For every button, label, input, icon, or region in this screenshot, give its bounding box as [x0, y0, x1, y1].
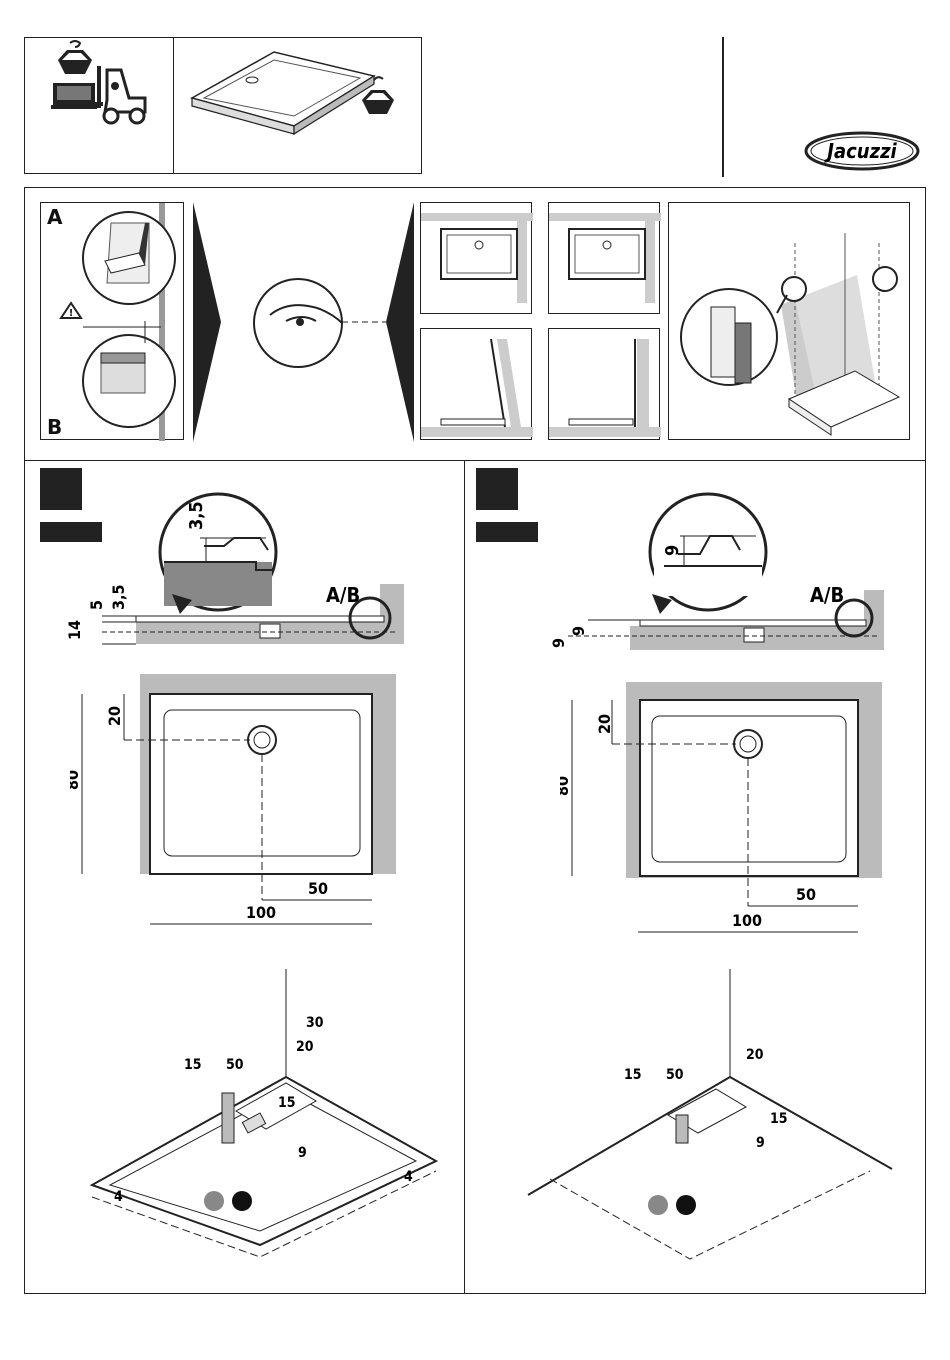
left-dim-5: 5 — [87, 600, 106, 610]
level-check-2 — [548, 202, 660, 314]
right-plan-width: 100 — [732, 911, 762, 930]
enclosure-detail-box — [668, 202, 910, 440]
left-plan-width: 100 — [246, 903, 276, 922]
left-iso-50: 50 — [226, 1057, 244, 1073]
header-product-box — [173, 37, 422, 174]
shower-tray-icon — [174, 38, 423, 175]
right-dim-9b: 9 — [549, 638, 568, 648]
level-check-4 — [548, 328, 660, 440]
left-plan-drain: 50 — [308, 879, 328, 898]
left-plan-depth: 80 — [70, 770, 82, 790]
header-icon-box — [24, 37, 174, 174]
left-arrow-shape — [386, 202, 416, 442]
weight-forklift-icon — [25, 38, 175, 175]
svg-text:Jacuzzi: Jacuzzi — [824, 139, 897, 163]
right-arrow-shape — [193, 202, 223, 442]
left-dim-14: 14 — [65, 620, 84, 640]
column-divider — [464, 460, 465, 1294]
level-check-3 — [420, 328, 532, 440]
left-detail-height: 3,5 — [186, 501, 207, 530]
right-plan-drawing: 80 20 50 100 — [560, 678, 900, 948]
right-section-label: A/B — [810, 583, 844, 607]
right-iso-15b: 15 — [770, 1111, 788, 1127]
left-iso-9: 9 — [298, 1145, 307, 1161]
right-iso-9: 9 — [756, 1135, 765, 1151]
left-iso-20: 20 — [296, 1039, 314, 1055]
header-divider — [722, 37, 724, 177]
right-detail-height: 9 — [662, 545, 683, 556]
left-iso-15a: 15 — [184, 1057, 202, 1073]
inspect-eye-icon — [250, 275, 390, 375]
right-iso-drawing: 20 15 50 15 9 — [520, 965, 900, 1265]
left-section-label: A/B — [326, 583, 360, 607]
left-section-drawing: 3,5 A/B 3,5 5 14 — [40, 490, 460, 660]
left-iso-drawing: 30 20 15 50 15 9 4 4 — [80, 965, 450, 1265]
right-plan-offset: 20 — [595, 714, 614, 734]
right-variant-bar — [476, 522, 538, 542]
right-plan-drain: 50 — [796, 885, 816, 904]
wall-detail-box: A B ! — [40, 202, 184, 440]
left-iso-4b: 4 — [404, 1169, 413, 1185]
right-iso-50: 50 — [666, 1067, 684, 1083]
left-plan-offset: 20 — [105, 706, 124, 726]
section-separator — [24, 460, 926, 461]
right-iso-20: 20 — [746, 1047, 764, 1063]
svg-text:!: ! — [69, 308, 73, 319]
right-iso-15a: 15 — [624, 1067, 642, 1083]
left-dim-35: 3,5 — [109, 585, 128, 611]
left-iso-15b: 15 — [278, 1095, 296, 1111]
level-check-1 — [420, 202, 532, 314]
right-plan-depth: 80 — [560, 776, 572, 796]
right-variant-badge — [476, 468, 518, 510]
left-iso-4a: 4 — [114, 1189, 123, 1205]
jacuzzi-logo: Jacuzzi — [804, 131, 920, 171]
right-dim-9a: 9 — [569, 626, 588, 636]
left-plan-drawing: 80 20 50 100 — [70, 670, 410, 940]
right-section-drawing: 9 A/B 9 9 — [530, 490, 930, 660]
left-iso-30: 30 — [306, 1015, 324, 1031]
